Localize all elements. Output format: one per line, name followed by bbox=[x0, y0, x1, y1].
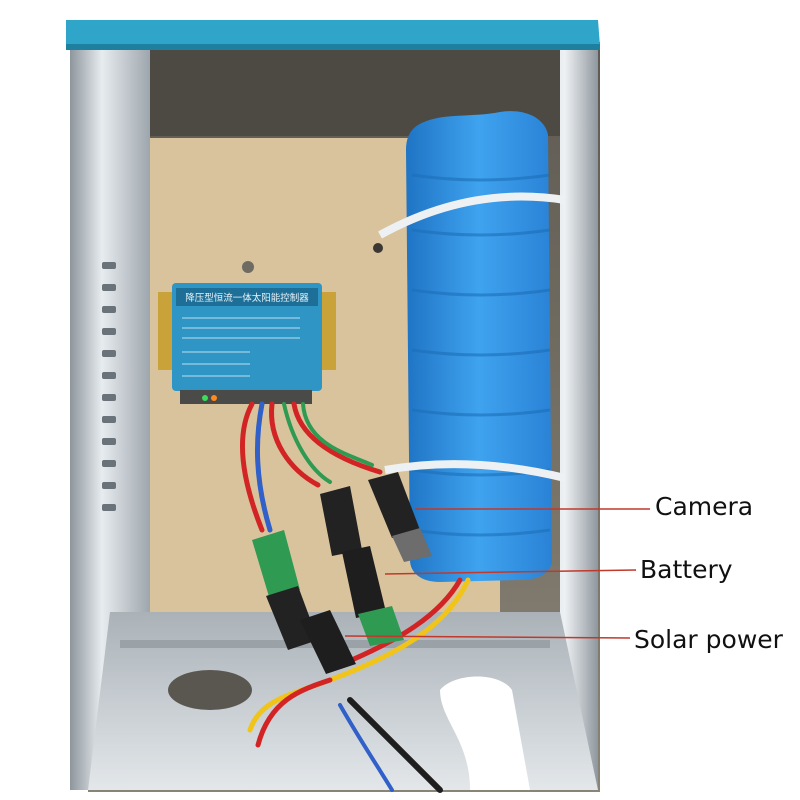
screw bbox=[242, 261, 254, 273]
controller-title: 降压型恒流一体太阳能控制器 bbox=[185, 292, 309, 304]
controller-label-strip bbox=[176, 288, 318, 306]
controller-terminal-block bbox=[180, 390, 312, 404]
screw bbox=[373, 243, 383, 253]
vent-slots bbox=[102, 262, 116, 511]
callout-label-solar-power: Solar power bbox=[634, 625, 783, 654]
connector-solar bbox=[252, 530, 356, 674]
callout-line-solar bbox=[344, 635, 631, 639]
enclosure-right-side bbox=[515, 48, 598, 790]
status-led-orange bbox=[211, 395, 217, 401]
connector-camera bbox=[368, 472, 432, 562]
controller-spec-lines bbox=[182, 317, 300, 377]
cable-hole bbox=[168, 670, 252, 710]
battery-cell-ridges bbox=[411, 173, 551, 537]
cable-tie-lower bbox=[384, 460, 566, 482]
status-led-green bbox=[202, 395, 208, 401]
callout-line-battery bbox=[384, 569, 637, 575]
cable-tie-upper bbox=[378, 192, 566, 239]
callout-label-camera: Camera bbox=[655, 492, 754, 521]
floor-cutout bbox=[440, 676, 530, 790]
wire-bundle bbox=[240, 401, 471, 793]
battery-pack bbox=[406, 111, 552, 582]
callout-label-battery: Battery bbox=[640, 555, 733, 584]
lid-edge bbox=[66, 44, 600, 50]
enclosure-lid bbox=[66, 20, 600, 46]
